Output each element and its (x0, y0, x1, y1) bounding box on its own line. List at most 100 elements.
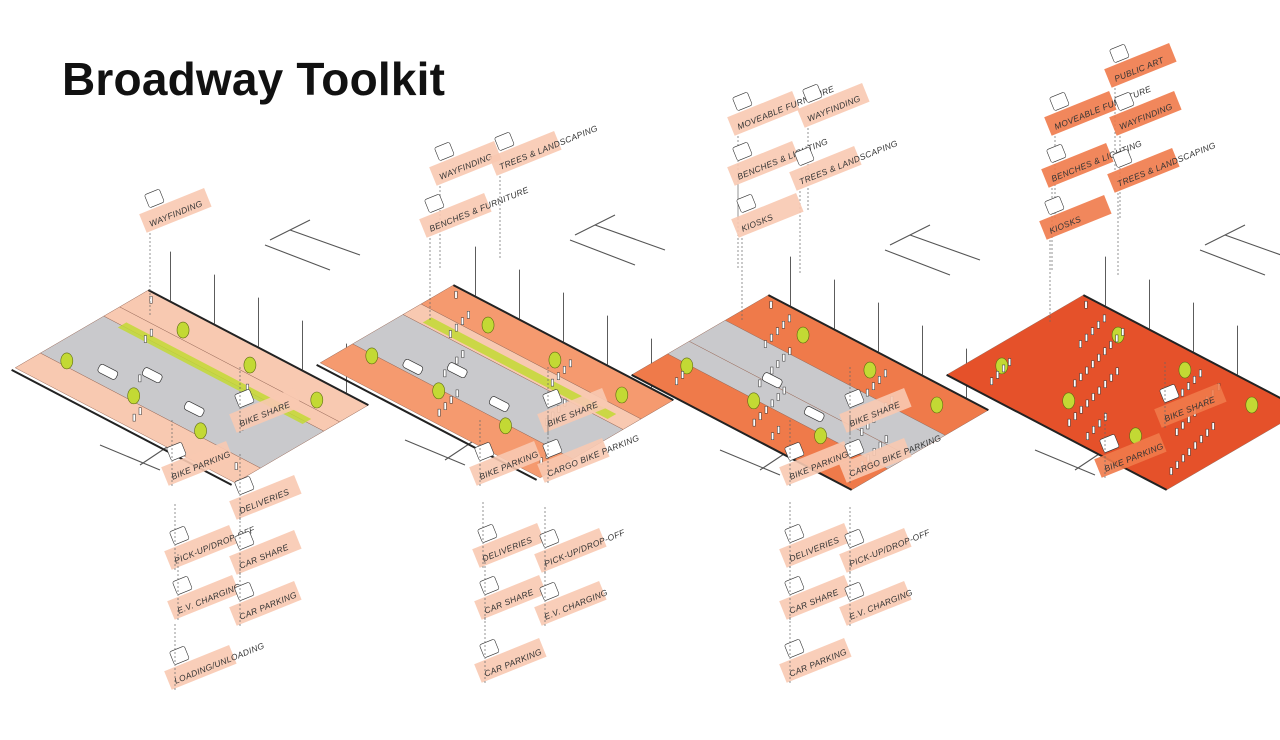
tag-plate (1109, 91, 1182, 136)
public-art-icon (1109, 44, 1130, 63)
label-tag: PICK-UP/DROP-OFF (839, 527, 932, 573)
tag-plate (727, 91, 800, 136)
e-v-charging-icon (539, 582, 560, 601)
pedestrian (1192, 376, 1196, 384)
tag-plate (419, 193, 492, 238)
pedestrian (758, 379, 762, 388)
pedestrian (1091, 393, 1095, 401)
tree (499, 417, 512, 435)
pedestrian (675, 377, 679, 386)
pedestrian (1002, 364, 1006, 373)
tag-plate (229, 388, 302, 433)
tag-plate (489, 131, 562, 176)
pedestrian (788, 347, 792, 356)
tag-plate (164, 645, 237, 690)
tree (1245, 396, 1259, 414)
kiosks-icon (1044, 196, 1065, 215)
pedestrian (1187, 448, 1191, 456)
tree (1178, 361, 1192, 379)
car (761, 372, 783, 389)
pedestrian (1180, 388, 1184, 397)
pedestrian (454, 323, 458, 332)
e-v-charging-icon (844, 582, 865, 601)
benches-and-lighting-icon (1046, 144, 1067, 163)
benches-and-lighting-icon (732, 142, 753, 161)
tag-plate (1094, 433, 1167, 478)
pedestrian (770, 366, 774, 375)
pedestrian (449, 396, 453, 404)
pedestrian (1169, 467, 1173, 475)
label-tag: PICK-UP/DROP-OFF (534, 527, 627, 573)
pedestrian (1073, 379, 1077, 388)
pedestrian (781, 321, 785, 329)
tag-plate (789, 146, 862, 191)
car-share-icon (479, 576, 500, 595)
pedestrian (884, 435, 888, 443)
pedestrian (455, 356, 459, 365)
tag-plate (164, 525, 237, 570)
pedestrian (883, 369, 887, 378)
pedestrian (1193, 441, 1197, 450)
bike-share-icon (234, 389, 255, 408)
tree (432, 382, 445, 400)
pedestrian (1115, 334, 1119, 343)
tag-plate (1041, 143, 1114, 188)
bike-parking-icon (1099, 434, 1120, 453)
pedestrian (568, 359, 572, 368)
tag-plate (1154, 383, 1227, 428)
label-tag: CAR SHARE (779, 575, 852, 620)
car-parking-icon (234, 582, 255, 601)
label-tag: DELIVERIES (229, 475, 302, 520)
bike-share-icon (542, 389, 563, 408)
tag-plate (839, 581, 912, 626)
pedestrian (1115, 367, 1119, 376)
tree (796, 326, 810, 344)
street-edge-right (884, 234, 981, 276)
pedestrian (1079, 406, 1083, 414)
tag-plate (229, 581, 302, 626)
pedestrian (1091, 360, 1095, 368)
light-poles (1105, 256, 1238, 376)
pedestrian (770, 399, 774, 408)
pedestrian (1198, 369, 1202, 378)
pedestrian (1096, 321, 1100, 329)
pedestrian (1085, 366, 1089, 375)
pedestrian (776, 360, 780, 368)
pedestrian (1084, 301, 1088, 309)
tree (747, 392, 760, 410)
street-edge-corner (444, 214, 616, 461)
pedestrian (1097, 353, 1101, 362)
tag-plate (537, 438, 610, 483)
tree (310, 391, 324, 409)
pedestrian (454, 291, 458, 299)
label-tag: BENCHES & FURNITURE (419, 185, 530, 238)
label-tag: DELIVERIES (472, 523, 545, 568)
pedestrian (1086, 432, 1090, 440)
tag-plate (229, 530, 302, 575)
street-edge-right (264, 229, 361, 271)
pedestrian (556, 372, 560, 380)
tag-plate (474, 638, 547, 683)
label-tag: CAR PARKING (779, 638, 852, 683)
pedestrian (769, 333, 773, 342)
page-title: Broadway Toolkit (62, 53, 446, 105)
pedestrian (234, 462, 238, 470)
wayfinding-icon (1114, 92, 1135, 111)
trees-and-landscaping-icon (494, 132, 515, 151)
vehicles (97, 363, 205, 417)
label-tag: WAYFINDING (139, 188, 212, 233)
pedestrian (1084, 333, 1088, 342)
car (402, 358, 424, 375)
car-parking-icon (479, 639, 500, 658)
tag-plate (797, 83, 870, 128)
label-tag: TREES & LANDSCAPING (789, 138, 899, 191)
tree (930, 396, 944, 414)
pedestrian (777, 426, 781, 434)
tag-plate (429, 141, 502, 186)
label-tag: CAR PARKING (229, 581, 302, 626)
tree (814, 427, 827, 445)
pedestrian (1079, 373, 1083, 381)
